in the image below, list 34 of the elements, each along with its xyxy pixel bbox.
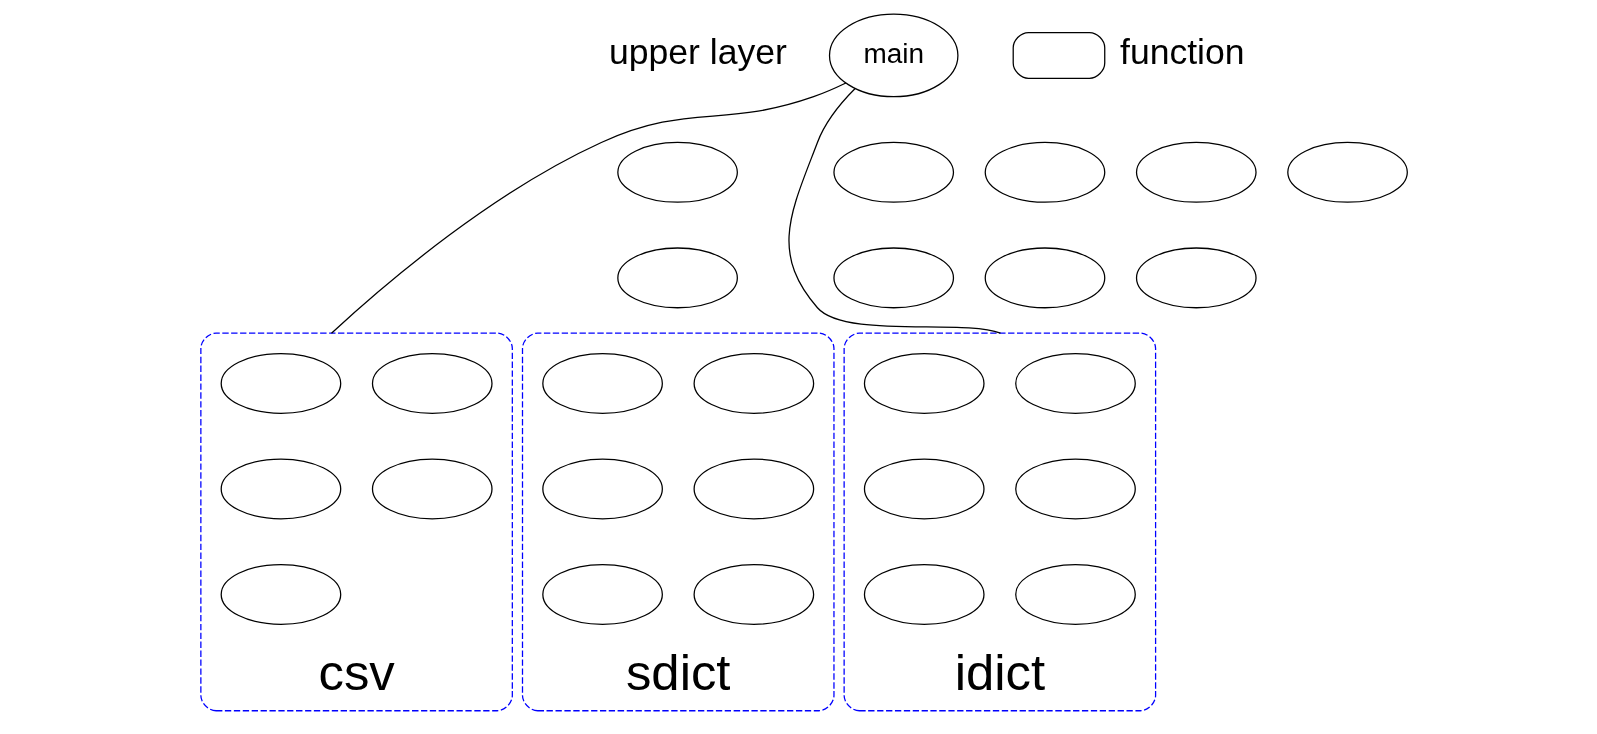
cluster: sdict xyxy=(521,332,835,711)
node-ellipse xyxy=(693,457,814,519)
node-ellipse xyxy=(220,352,341,414)
node-ellipse xyxy=(371,352,493,414)
node-ellipse xyxy=(832,246,954,308)
node-ellipse xyxy=(541,457,663,519)
node-ellipse xyxy=(832,141,954,203)
node-ellipse xyxy=(1135,246,1257,308)
legend-label: function xyxy=(1119,31,1245,72)
node-ellipse xyxy=(984,246,1105,308)
node-ellipse xyxy=(371,457,493,519)
node-ellipse xyxy=(693,563,814,625)
node-ellipse xyxy=(863,352,985,414)
node-ellipse xyxy=(693,352,814,414)
node-ellipse xyxy=(541,563,663,625)
label: upper layer xyxy=(608,31,787,72)
cluster: idict xyxy=(843,332,1156,711)
node-ellipse xyxy=(616,141,738,203)
node-ellipse xyxy=(1014,457,1136,519)
node-ellipse xyxy=(616,246,738,308)
node-ellipse xyxy=(1014,352,1136,414)
node-ellipse xyxy=(863,563,985,625)
node-ellipse xyxy=(541,352,663,414)
node-ellipse xyxy=(1135,141,1257,203)
node-ellipse xyxy=(220,563,341,625)
node-ellipse xyxy=(1286,141,1408,203)
connector xyxy=(330,81,846,334)
node-ellipse xyxy=(220,457,341,519)
node-ellipse xyxy=(1014,563,1136,625)
node-ellipse xyxy=(984,141,1105,203)
connector xyxy=(787,87,1001,334)
node-ellipse: main xyxy=(828,12,959,97)
cluster: csv xyxy=(199,332,513,711)
node-ellipse xyxy=(863,457,985,519)
